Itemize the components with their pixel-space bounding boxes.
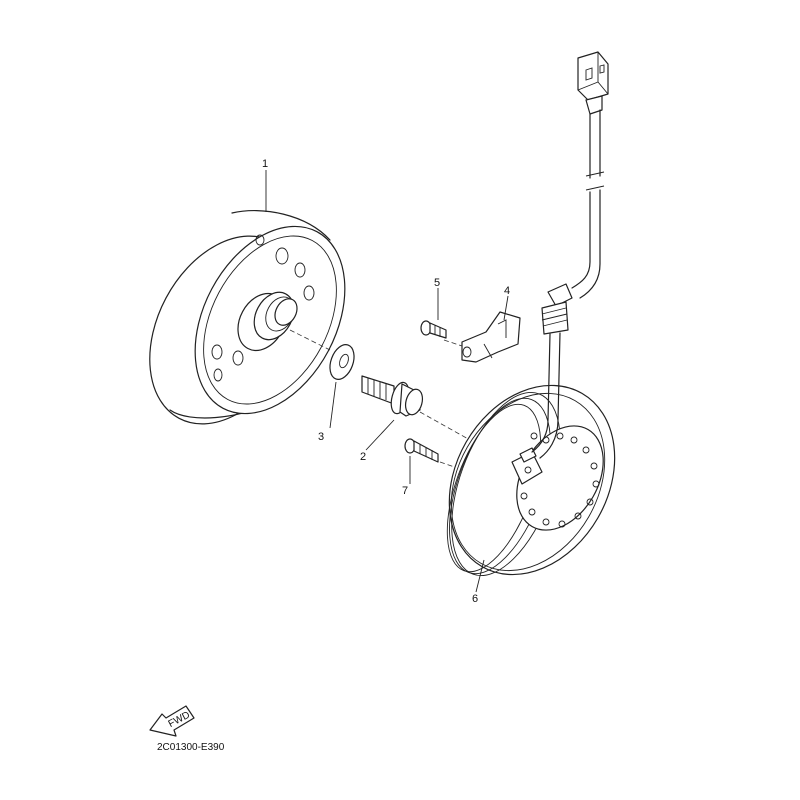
callout-5[interactable]: 5 bbox=[434, 277, 440, 289]
rotor-flywheel[interactable] bbox=[119, 201, 375, 450]
callout-2[interactable]: 2 bbox=[360, 451, 366, 463]
washer[interactable] bbox=[326, 341, 359, 382]
callout-4[interactable]: 4 bbox=[504, 285, 510, 297]
callout-3[interactable]: 3 bbox=[318, 431, 324, 443]
fwd-arrow-icon: FWD bbox=[149, 705, 195, 737]
lead-wire-harness[interactable] bbox=[531, 51, 609, 459]
stator-bolt[interactable] bbox=[404, 438, 439, 463]
screw-small[interactable] bbox=[420, 320, 447, 339]
callout-7[interactable]: 7 bbox=[402, 485, 408, 497]
diagram-code: 2C01300-E390 bbox=[157, 742, 225, 753]
callout-6[interactable]: 6 bbox=[472, 593, 478, 605]
callout-1[interactable]: 1 bbox=[262, 158, 268, 170]
lead-wire-bracket[interactable] bbox=[461, 311, 521, 363]
flange-bolt[interactable] bbox=[361, 375, 425, 417]
stator-assembly[interactable] bbox=[416, 355, 648, 604]
